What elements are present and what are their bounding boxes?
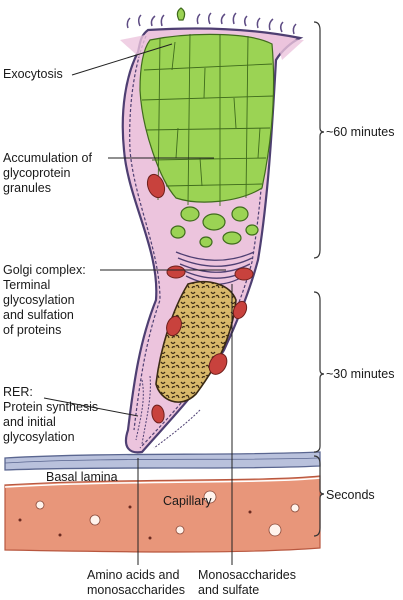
microvilli — [126, 12, 297, 35]
timeline-bracket-bottom — [313, 455, 325, 537]
basal-lamina — [4, 451, 321, 471]
mitochondria — [146, 173, 254, 424]
label-monosaccharides: Monosaccharides and sulfate — [198, 568, 296, 597]
capillary — [4, 475, 321, 553]
leader-lines — [43, 43, 233, 565]
label-accumulation: Accumulation of glycoprotein granules — [3, 151, 92, 195]
label-capillary: Capillary — [163, 494, 212, 508]
label-amino-acids: Amino acids and monosaccharides — [87, 568, 185, 597]
timeline-label-middle: ~30 minutes — [326, 367, 395, 381]
glycoprotein-granules — [139, 7, 275, 248]
timeline-bracket-top — [313, 21, 325, 259]
label-exocytosis: Exocytosis — [3, 67, 63, 81]
label-basal-lamina: Basal lamina — [46, 470, 118, 484]
timeline-bracket-middle — [313, 291, 325, 453]
timeline-label-bottom: Seconds — [326, 488, 375, 502]
label-golgi: Golgi complex: Terminal glycosylation an… — [3, 263, 86, 337]
rough-er — [135, 375, 201, 449]
label-rer: RER: Protein synthesis and initial glyco… — [3, 385, 99, 444]
timeline-label-top: ~60 minutes — [326, 125, 395, 139]
